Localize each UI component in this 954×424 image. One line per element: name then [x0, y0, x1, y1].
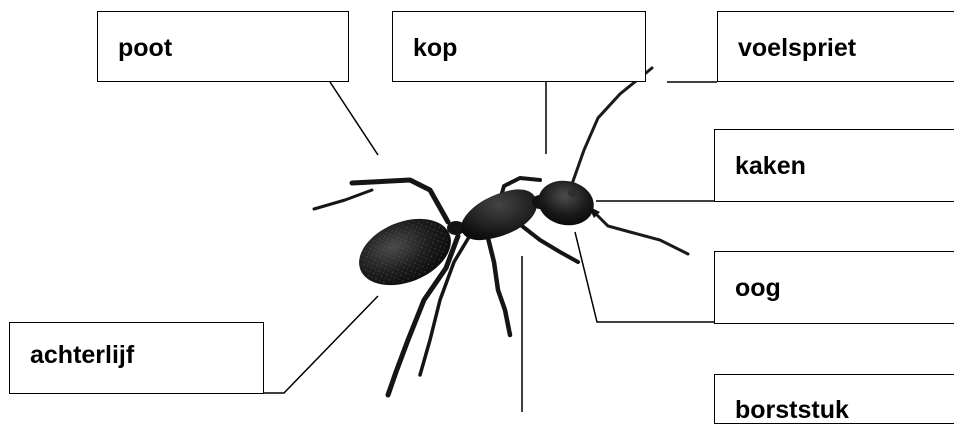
leader-lines: [264, 81, 717, 412]
ant-diagram: [264, 66, 717, 412]
leg-hind-upper: [349, 177, 451, 225]
ant-mandible: [588, 206, 600, 218]
ant-eye: [568, 189, 578, 197]
leg-hind-lower: [385, 233, 461, 398]
leg-hind-upper-tarsus: [312, 188, 374, 211]
ant-antennae: [570, 66, 690, 256]
leg-middle-lower: [485, 235, 513, 338]
label-oog: oog: [714, 251, 954, 324]
leader-line-poot: [329, 81, 379, 156]
ant-thorax: [461, 189, 537, 241]
leader-line-achterlijf: [264, 295, 379, 394]
antenna-upper: [570, 66, 654, 186]
leg-front-down: [418, 230, 474, 377]
ant-petiole: [447, 221, 465, 235]
label-achterlijf: achterlijf: [9, 322, 264, 394]
label-borststuk: borststuk: [714, 374, 954, 424]
label-kop: kop: [392, 11, 646, 82]
ant-illustration: [312, 66, 690, 398]
ant-abdomen-texture: [361, 220, 449, 284]
leg-front-lower: [520, 224, 580, 264]
ant-head: [538, 180, 594, 226]
ant-legs: [312, 176, 580, 398]
antenna-lower: [590, 208, 690, 256]
leader-line-oog: [574, 231, 714, 323]
label-poot: poot: [97, 11, 349, 82]
label-voelspriet: voelspriet: [717, 11, 954, 82]
label-kaken: kaken: [714, 129, 954, 202]
